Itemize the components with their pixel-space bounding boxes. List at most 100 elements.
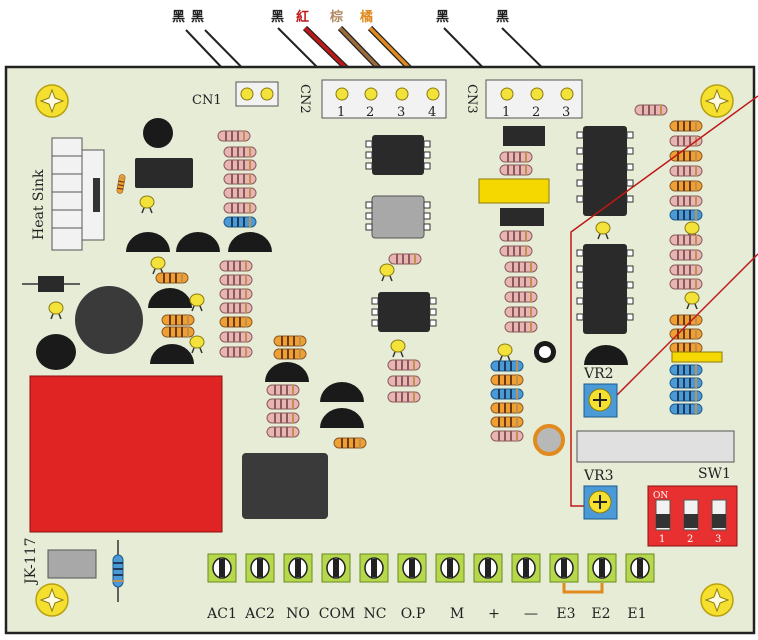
resistor (219, 316, 253, 328)
terminal-plus[interactable] (473, 553, 503, 583)
terminal-minus[interactable] (511, 553, 541, 583)
connector-cn1: CN1 (192, 81, 279, 108)
dip-switch-sw1[interactable]: ON 1 2 3 (647, 485, 738, 547)
sw1-label: SW1 (698, 466, 731, 482)
connector-cn2: 1 2 3 4 CN2 (297, 79, 447, 120)
terminal-ac1[interactable] (207, 553, 237, 583)
led-hole-center (539, 346, 551, 358)
resistor (223, 159, 257, 171)
terminal-label: COM (319, 606, 356, 622)
resistor (266, 398, 300, 410)
wire-label-cn1-b: 黑 (191, 10, 204, 25)
resistor (161, 314, 195, 326)
mounting-screw-top-left (35, 84, 69, 118)
resistor (219, 302, 253, 314)
pointer-lines (570, 95, 758, 507)
resistor (223, 216, 257, 228)
resistor (499, 230, 533, 242)
sw1-switch-1-knob (656, 514, 670, 528)
terminal-e2[interactable] (587, 553, 617, 583)
sw1-on-label: ON (653, 491, 668, 501)
resistor (223, 202, 257, 214)
resistor (155, 272, 189, 284)
resistor (504, 276, 538, 288)
ic-chip-gray (365, 195, 431, 239)
terminal-label: E1 (627, 606, 646, 622)
vr2-label: VR2 (583, 366, 614, 382)
resistor (223, 146, 257, 158)
terminal-label: O.P (401, 606, 426, 622)
terminal-com[interactable] (321, 553, 351, 583)
resistor (504, 321, 538, 333)
buzzer (75, 286, 143, 354)
terminal-label: NO (286, 606, 310, 622)
resistor (223, 187, 257, 199)
mounting-screw-bottom-right (700, 583, 734, 617)
terminal-label: E3 (556, 606, 575, 622)
wire-label-cn3-b: 黑 (496, 10, 509, 25)
terminal-ac2[interactable] (245, 553, 275, 583)
terminal-label: + (488, 606, 500, 622)
resistor (669, 278, 703, 290)
connector-cn3: 1 2 3 CN3 (464, 79, 583, 120)
terminal-e1[interactable] (625, 553, 655, 583)
terminal-label: AC2 (244, 606, 275, 622)
resistor (219, 346, 253, 358)
wire-label-cn2-orange: 橘 (359, 9, 373, 25)
heat-sink-label: Heat Sink (31, 169, 47, 240)
resistor (499, 245, 533, 257)
resistor (669, 195, 703, 207)
model-label: JK-117 (23, 537, 39, 586)
mounting-screw-bottom-left (35, 583, 69, 617)
resistor (669, 249, 703, 261)
resistor (490, 416, 524, 428)
power-module (242, 453, 328, 519)
resistor (266, 412, 300, 424)
resistor (490, 388, 524, 400)
terminal-labels: AC1 AC2 NO COM NC O.P M + — E3 E2 E1 (206, 606, 646, 622)
resistor (387, 359, 421, 371)
resistor (219, 260, 253, 272)
resistor (504, 261, 538, 273)
terminal-nc[interactable] (359, 553, 389, 583)
terminal-op[interactable] (397, 553, 427, 583)
cn2-pin-1: 1 (337, 105, 345, 120)
resistor (669, 209, 703, 221)
resistor (504, 291, 538, 303)
ic-chip-tall (576, 126, 634, 216)
resistor (217, 130, 251, 142)
ic-chip (365, 134, 431, 176)
cn2-pin-2: 2 (366, 105, 374, 120)
wire-label-cn2-black: 黑 (271, 10, 284, 25)
terminal-e3[interactable] (549, 553, 579, 583)
resistor (333, 437, 367, 449)
wire-label-cn1-a: 黑 (172, 10, 185, 25)
fuse-holder (47, 549, 97, 579)
sw1-switch-2-knob (684, 514, 698, 528)
resistor (669, 165, 703, 177)
wire-label-cn2-red: 紅 (296, 9, 309, 25)
resistor (266, 426, 300, 438)
sw1-position-2: 2 (687, 534, 693, 545)
cn3-pin-3: 3 (562, 105, 570, 120)
terminal-label: AC1 (206, 606, 237, 622)
heat-sink: Heat Sink (31, 137, 105, 251)
pad-ring (533, 424, 565, 456)
resistor (223, 173, 257, 185)
resistor (387, 391, 421, 403)
diode-block (503, 126, 545, 146)
terminal-label: M (450, 606, 464, 622)
resistor (387, 375, 421, 387)
resistor (669, 234, 703, 246)
vr3-label: VR3 (583, 468, 614, 484)
ic-chip (371, 291, 437, 333)
resistor (219, 331, 253, 343)
terminal-no[interactable] (283, 553, 313, 583)
cn1-label: CN1 (192, 93, 222, 108)
sw1-position-3: 3 (715, 534, 721, 545)
potentiometer-vr2 (583, 383, 618, 418)
terminal-m[interactable] (435, 553, 465, 583)
cn3-label: CN3 (464, 84, 479, 114)
